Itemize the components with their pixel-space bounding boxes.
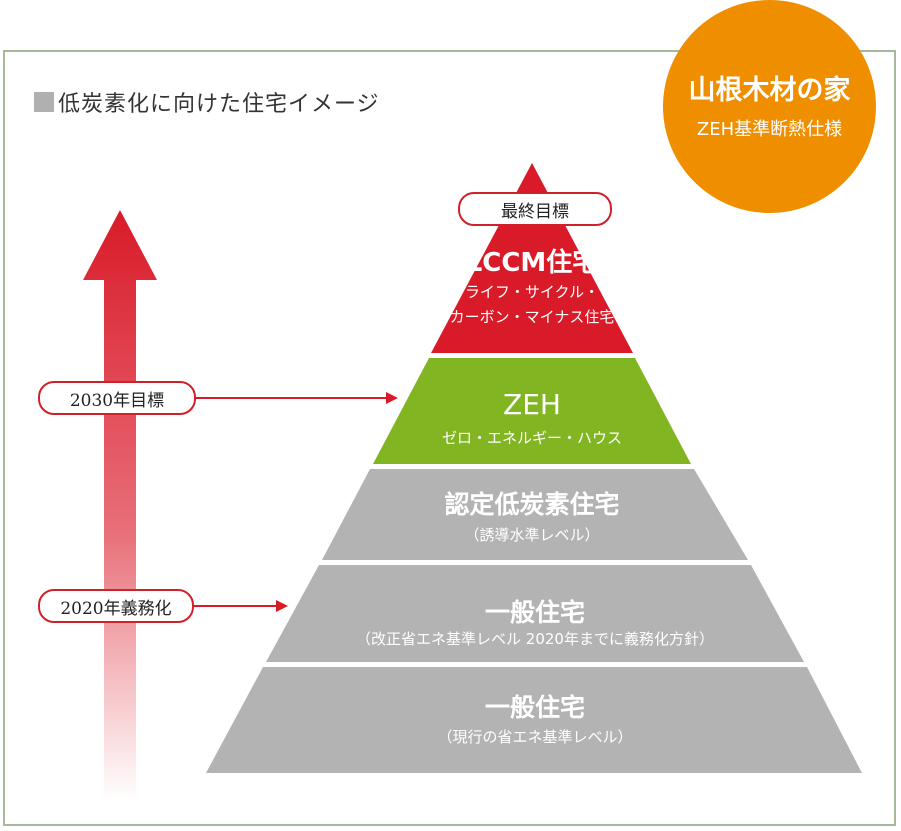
lccm-title: LCCM住宅 [465,248,599,278]
badge-subtitle: ZEH基準断熱仕様 [696,119,843,140]
general-current-subtitle: （現行の省エネ基準レベル） [437,728,633,746]
general-revised-subtitle: （改正省エネ基準レベル 2020年までに義務化方針） [356,630,714,648]
tier-zeh [373,358,691,464]
lccm-subtitle-line2: カーボン・マイナス住宅 [449,308,615,326]
heading-square-icon [34,92,54,112]
tier-certified [322,469,748,560]
lccm-subtitle-line1: ライフ・サイクル・ [464,283,600,301]
certified-subtitle: （誘導水準レベル） [464,526,600,544]
milestone-2020-label: 2020年義務化 [60,598,172,619]
general-current-title: 一般住宅 [484,693,585,722]
tier-general-current [206,667,862,773]
general-revised-title: 一般住宅 [484,598,585,627]
tier-lccm [431,163,633,353]
zeh-subtitle: ゼロ・エネルギー・ハウス [441,429,622,447]
milestone-2030-pill: 2030年目標 [38,381,196,415]
zeh-title: ZEH [503,388,561,421]
brand-badge: 山根木材の家 ZEH基準断熱仕様 [663,0,876,213]
milestone-2030-label: 2030年目標 [69,390,165,411]
diagram-heading: 低炭素化に向けた住宅イメージ [34,86,380,118]
goal-pill: 最終目標 [458,192,612,226]
badge-title: 山根木材の家 [688,75,851,106]
progress-arrow [83,210,157,800]
heading-text: 低炭素化に向けた住宅イメージ [58,92,380,117]
diagram-frame [3,50,896,826]
connector-2030-head [386,392,398,404]
certified-title: 認定低炭素住宅 [444,490,620,519]
tier-general-revised [266,565,804,662]
milestone-2020-pill: 2020年義務化 [38,589,194,623]
connector-2020-head [276,600,288,612]
goal-label: 最終目標 [501,201,569,222]
